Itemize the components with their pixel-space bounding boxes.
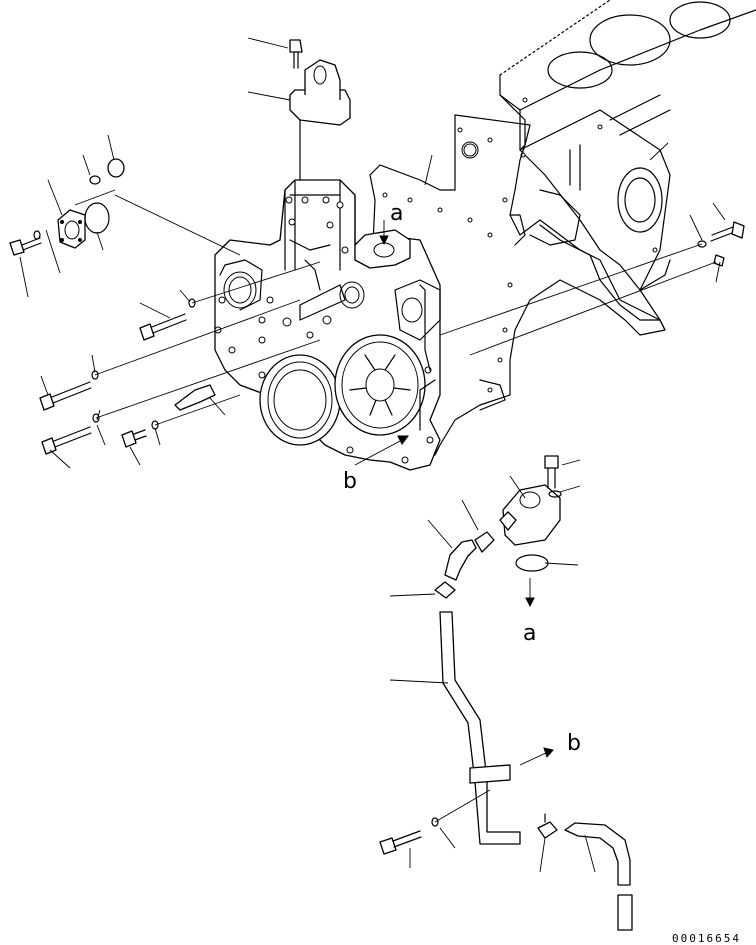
callout-b-bottom: b [567, 731, 581, 756]
direction-arrows [354, 220, 554, 766]
front-cover [214, 179, 441, 471]
callout-b-top: b [343, 469, 357, 494]
leader-lines [19, 37, 726, 469]
engine-block [499, 0, 756, 331]
callout-a-top: a [390, 201, 403, 226]
lifting-bracket [289, 39, 351, 181]
right-fasteners [697, 221, 745, 267]
water-pipe-assembly [379, 455, 633, 931]
left-fasteners [9, 158, 216, 455]
drawing-part-number: 00016654 [672, 932, 741, 945]
callout-a-bottom: a [523, 621, 536, 646]
